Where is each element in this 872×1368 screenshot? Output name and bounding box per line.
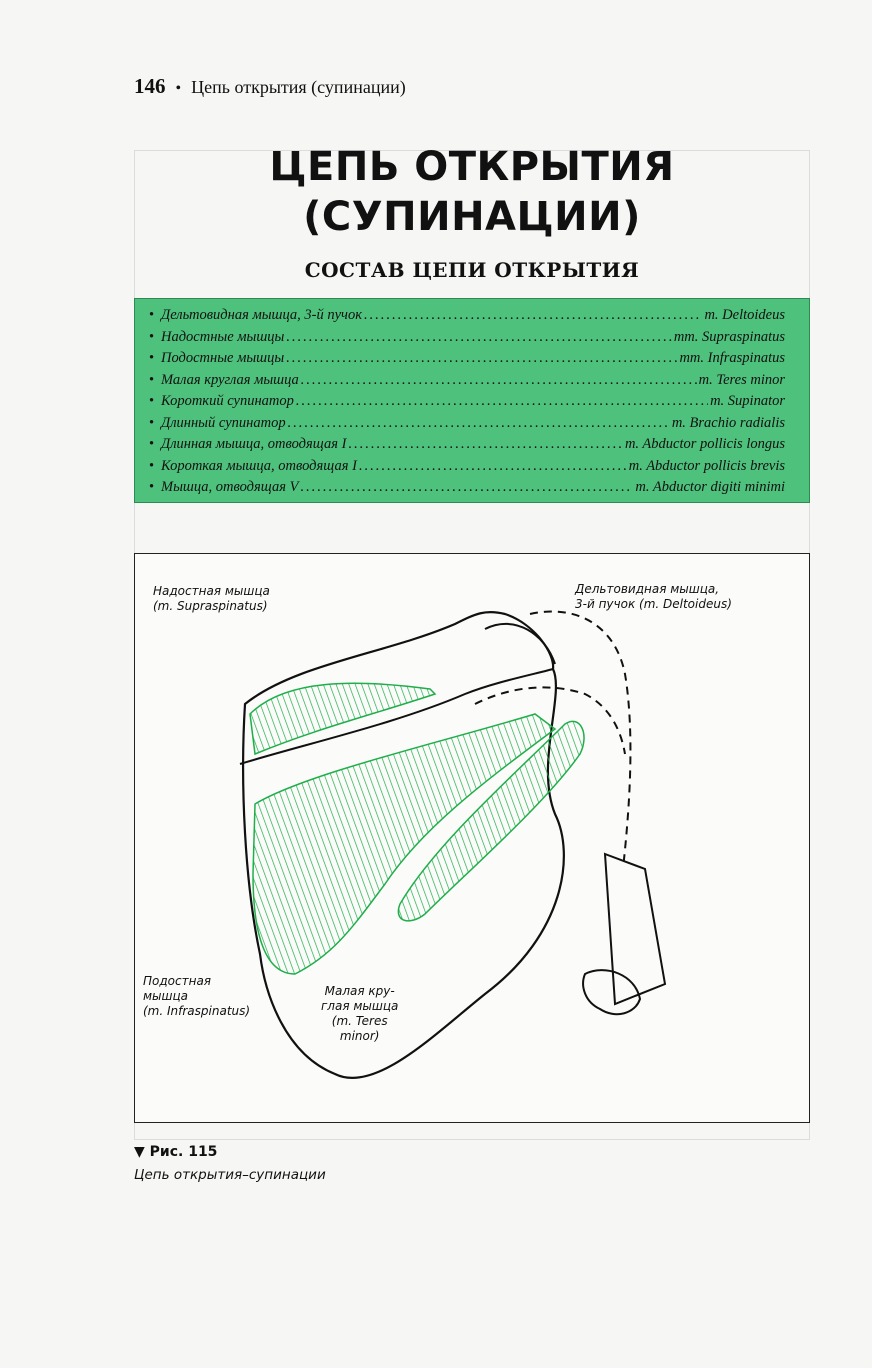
running-head: 146 • Цепь открытия (супинации) [134, 74, 406, 100]
label-deltoid: Дельтовидная мышца, 3-й пучок (m. Deltoi… [575, 582, 732, 611]
leader-dots [301, 372, 697, 389]
muscle-name-ru: Короткая мышца, отводящая I [161, 457, 357, 474]
deltoid-dashed-2 [474, 686, 626, 755]
list-bullet: • [149, 457, 155, 474]
infraspinatus-muscle [252, 713, 557, 975]
page-title-line-1: ЦЕПЬ ОТКРЫТИЯ [269, 144, 675, 190]
head-bullet: • [175, 80, 182, 97]
muscle-list-item: • Малая круглая мышца m. Teres minor [149, 372, 785, 394]
supraspinatus-muscle [249, 682, 437, 756]
muscle-list-item: • Надостные мышцы mm. Supraspinatus [149, 329, 785, 351]
muscle-name-latin: m. Teres minor [698, 371, 785, 388]
list-bullet: • [149, 307, 155, 323]
page-title-line-2: (СУПИНАЦИИ) [303, 194, 641, 240]
figure-caption-number: ▼ Рис. 115 [134, 1144, 218, 1160]
list-bullet: • [149, 393, 155, 409]
humerus [603, 852, 667, 1006]
page-subtitle: СОСТАВ ЦЕПИ ОТКРЫТИЯ [304, 258, 640, 282]
page-number: 146 [134, 74, 166, 98]
list-bullet: • [149, 371, 155, 388]
muscle-name-ru: Мышца, отводящая V [161, 479, 299, 495]
muscle-name-ru: Малая круглая мышца [161, 371, 299, 388]
figure-caption-text: Цепь открытия–супинации [134, 1167, 326, 1183]
shoulder-illustration [239, 610, 667, 1080]
muscle-list-item: • Короткая мышца, отводящая I m. Abductor … [149, 458, 785, 480]
muscle-name-latin: m. Supinator [710, 393, 785, 409]
muscle-name-latin: m. Abductor pollicis brevis [628, 457, 785, 474]
running-head-title: Цепь открытия (супинации) [191, 77, 406, 97]
leader-dots [288, 415, 670, 432]
deltoid-dashed [529, 610, 632, 895]
list-bullet: • [149, 350, 155, 366]
muscle-list-item: • Подостные мышцы mm. Infraspinatus [149, 350, 785, 372]
leader-dots [359, 458, 627, 475]
figure-box: Надостная мышца (m. Supraspinatus) Дельт… [134, 553, 810, 1123]
muscle-name-latin: m. Brachio radialis [671, 414, 785, 431]
scapular-spine [239, 668, 554, 765]
muscle-name-ru: Короткий супинатор [161, 393, 294, 409]
leader-dots [286, 329, 671, 346]
muscle-name-ru: Подостные мышцы [161, 350, 285, 366]
label-infraspinatus: Подостная мышца (m. Infraspinatus) [143, 974, 251, 1018]
list-bullet: • [149, 436, 155, 452]
muscle-name-ru: Длинная мышца, отводящая I [161, 436, 347, 452]
list-bullet: • [149, 479, 155, 495]
label-teres-minor: Малая кру- глая мышца (m. Teres minor) [321, 984, 399, 1043]
leader-dots [348, 436, 622, 453]
leader-dots [286, 350, 677, 367]
muscle-list-item: • Дельтовидная мышца, 3-й пучок m. Deltoid… [149, 307, 785, 329]
humerus-head [582, 969, 642, 1016]
label-supraspinatus: Надостная мышца (m. Supraspinatus) [153, 584, 270, 613]
page-title: ЦЕПЬ ОТКРЫТИЯ (СУПИНАЦИИ) [134, 142, 810, 242]
leader-dots [296, 393, 708, 410]
muscle-name-ru: Надостные мышцы [161, 328, 285, 345]
muscle-name-latin: mm. Infraspinatus [679, 350, 785, 366]
scapula-outline [242, 610, 565, 1080]
muscle-list-item: • Длинная мышца, отводящая I m. Abductor p… [149, 436, 785, 458]
muscle-name-latin: m. Abductor pollicis longus [624, 436, 785, 452]
list-bullet: • [149, 328, 155, 345]
muscle-name-latin: mm. Supraspinatus [673, 328, 785, 345]
list-bullet: • [149, 414, 155, 431]
leader-dots [364, 307, 702, 324]
muscle-name-latin: m. Deltoideus [704, 307, 785, 323]
teres-minor-muscle [397, 720, 585, 922]
muscle-list-item: • Длинный супинатор m. Brachio radialis [149, 415, 785, 437]
acromion [484, 623, 556, 665]
leader-dots [301, 479, 634, 496]
muscle-name-ru: Дельтовидная мышца, 3-й пучок [161, 307, 362, 323]
muscle-list-box: • Дельтовидная мышца, 3-й пучок m. Deltoid… [134, 298, 810, 503]
muscle-list-item: • Короткий супинатор m. Supinator [149, 393, 785, 415]
muscle-name-latin: m. Abductor digiti minimi [635, 479, 785, 495]
muscle-name-ru: Длинный супинатор [161, 414, 286, 431]
muscle-list-item: • Мышца, отводящая V m. Abductor digiti mi… [149, 479, 785, 501]
